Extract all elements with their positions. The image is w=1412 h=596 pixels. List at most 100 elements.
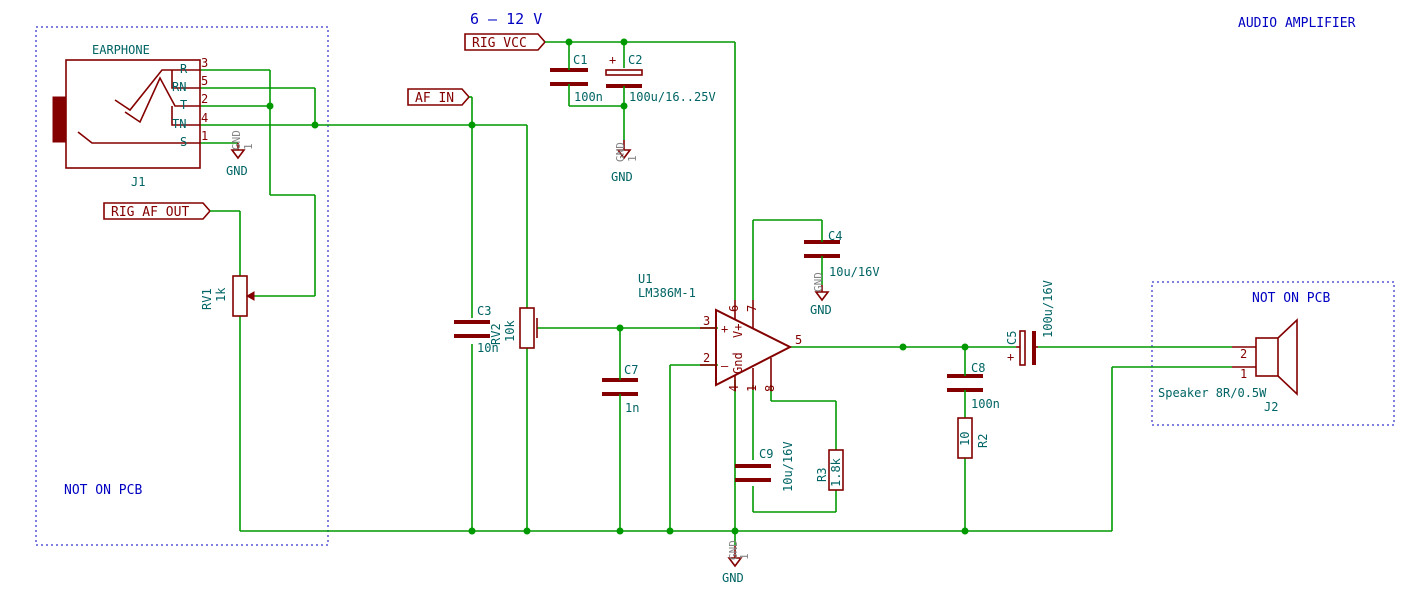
speaker-pin-2: 2 — [1240, 347, 1247, 361]
wires — [200, 41, 1232, 545]
resistor-r3: R3 1.8k — [815, 449, 844, 491]
u1-ref: U1 — [638, 272, 652, 286]
jack-pin-number-4: 4 — [201, 111, 208, 125]
rv2-value: 10k — [503, 320, 517, 342]
gnd-symbol-c4: GND GND — [810, 272, 832, 317]
u1-gnd-label: Gnd — [731, 352, 745, 374]
r3-value: 1.8k — [829, 457, 843, 487]
jack-pin-number-2: 2 — [201, 92, 208, 106]
u1-plus-sign: + — [721, 322, 728, 336]
rv1-value: 1k — [214, 287, 228, 302]
u1-pin-4: 4 — [727, 385, 741, 392]
gnd-symbol-main: GND GND 1 — [722, 540, 751, 585]
jack-pin-letter-r: R — [180, 62, 188, 76]
gnd-label-c4: GND — [810, 303, 832, 317]
not-on-pcb-box-right — [1151, 281, 1395, 426]
c4-value: 10u/16V — [829, 265, 880, 279]
port-af-in-label: AF_IN — [415, 91, 454, 106]
gnd-symbol-num-jack: 1 — [242, 143, 255, 150]
jack-pin-letter-s: S — [180, 135, 187, 149]
jack-pin-number-3: 3 — [201, 56, 208, 70]
u1-pin-1: 1 — [745, 385, 759, 392]
gnd-symbol-num-main: 1 — [738, 553, 751, 560]
rv1-ref: RV1 — [200, 288, 214, 310]
capacitor-c5: + C5 100u/16V — [1005, 280, 1055, 366]
jack-pin-letter-rn: RN — [172, 80, 186, 94]
u1-minus-sign: – — [721, 359, 729, 373]
c3-value: 10n — [477, 341, 499, 355]
not-on-pcb-box-left — [35, 26, 329, 546]
gnd-symbol-num-c2: 1 — [626, 155, 639, 162]
c5-polarity: + — [1007, 350, 1014, 364]
gnd-symbol-text-main: GND — [727, 540, 740, 560]
port-rig-vcc-label: RIG_VCC — [472, 36, 527, 51]
c2-polarity: + — [609, 53, 616, 67]
jack-pin-letter-tn: TN — [172, 117, 186, 131]
supply-voltage-label: 6 – 12 V — [470, 10, 542, 28]
jack-pin-number-5: 5 — [201, 74, 208, 88]
resistor-r2: 10 R2 — [957, 417, 990, 459]
c4-ref: C4 — [828, 229, 842, 243]
not-on-pcb-label-left: NOT ON PCB — [64, 483, 142, 498]
c8-value: 100n — [971, 397, 1000, 411]
u1-pin-6: 6 — [727, 305, 741, 312]
j2-value: Speaker 8R/0.5W — [1158, 386, 1267, 400]
gnd-label-main: GND — [722, 571, 744, 585]
jack-pin-number-1: 1 — [201, 129, 208, 143]
r2-ref: R2 — [976, 434, 990, 448]
gnd-label-c2: GND — [611, 170, 633, 184]
capacitor-c8: C8 100n — [947, 361, 1000, 411]
gnd-symbol-jack: GND GND 1 — [226, 130, 255, 178]
earphone-jack-j1: EARPHONE J1 R RN T TN S 3 5 2 4 1 — [52, 43, 208, 189]
u1-pin-5: 5 — [795, 333, 802, 347]
c2-value: 100u/16..25V — [629, 90, 716, 104]
junctions — [266, 38, 969, 535]
c9-value: 10u/16V — [781, 441, 795, 492]
not-on-pcb-label-right: NOT ON PCB — [1252, 291, 1330, 306]
c7-value: 1n — [625, 401, 639, 415]
u1-vplus-label: V+ — [731, 324, 745, 338]
capacitor-c4: C4 10u/16V — [804, 229, 880, 279]
u1-pin-7: 7 — [745, 305, 759, 312]
u1-value: LM386M-1 — [638, 286, 696, 300]
gnd-symbol-text-c4: GND — [812, 272, 825, 292]
gnd-symbol-c2: GND GND 1 — [611, 140, 639, 184]
c8-ref: C8 — [971, 361, 985, 375]
c3-ref: C3 — [477, 304, 491, 318]
speaker-pin-1: 1 — [1240, 367, 1247, 381]
u1-pin-2: 2 — [703, 351, 710, 365]
c7-ref: C7 — [624, 363, 638, 377]
c1-value: 100n — [574, 90, 603, 104]
port-rig-vcc: RIG_VCC — [464, 33, 547, 51]
capacitor-c9: C9 10u/16V — [735, 441, 795, 492]
u1-pin-8: 8 — [763, 385, 777, 392]
potentiometer-rv1: RV1 1k — [200, 275, 255, 317]
c9-ref: C9 — [759, 447, 773, 461]
c5-ref: C5 — [1005, 331, 1019, 345]
speaker-j2: 2 1 Speaker 8R/0.5W J2 — [1158, 318, 1298, 414]
capacitor-c2: + C2 100u/16..25V — [605, 53, 716, 104]
gnd-symbol-text-c2: GND — [614, 142, 627, 162]
capacitor-c7: C7 1n — [602, 363, 639, 415]
j2-ref: J2 — [1264, 400, 1278, 414]
potentiometer-rv2: RV2 10k — [489, 307, 538, 349]
rv2-ref: RV2 — [489, 323, 503, 345]
jack-pin-letter-t: T — [180, 98, 187, 112]
u1-pin-3: 3 — [703, 314, 710, 328]
r3-ref: R3 — [815, 468, 829, 482]
r2-value: 10 — [958, 432, 972, 446]
port-rig-af-out-label: RIG_AF_OUT — [111, 205, 189, 220]
port-rig-af-out: RIG_AF_OUT — [103, 202, 212, 220]
gnd-label-jack: GND — [226, 164, 248, 178]
capacitor-c3: C3 10n — [454, 304, 499, 355]
jack-name: EARPHONE — [92, 43, 150, 57]
gnd-symbol-text-jack: GND — [230, 130, 243, 150]
sheet-title: AUDIO AMPLIFIER — [1238, 16, 1356, 31]
jack-ref: J1 — [131, 175, 145, 189]
port-af-in: AF_IN — [407, 88, 471, 106]
capacitor-c1: C1 100n — [550, 53, 603, 104]
c2-ref: C2 — [628, 53, 642, 67]
c5-value: 100u/16V — [1041, 280, 1055, 338]
amplifier-u1: U1 LM386M-1 3 2 5 6 7 4 1 8 + – Gnd V+ — [638, 272, 802, 392]
